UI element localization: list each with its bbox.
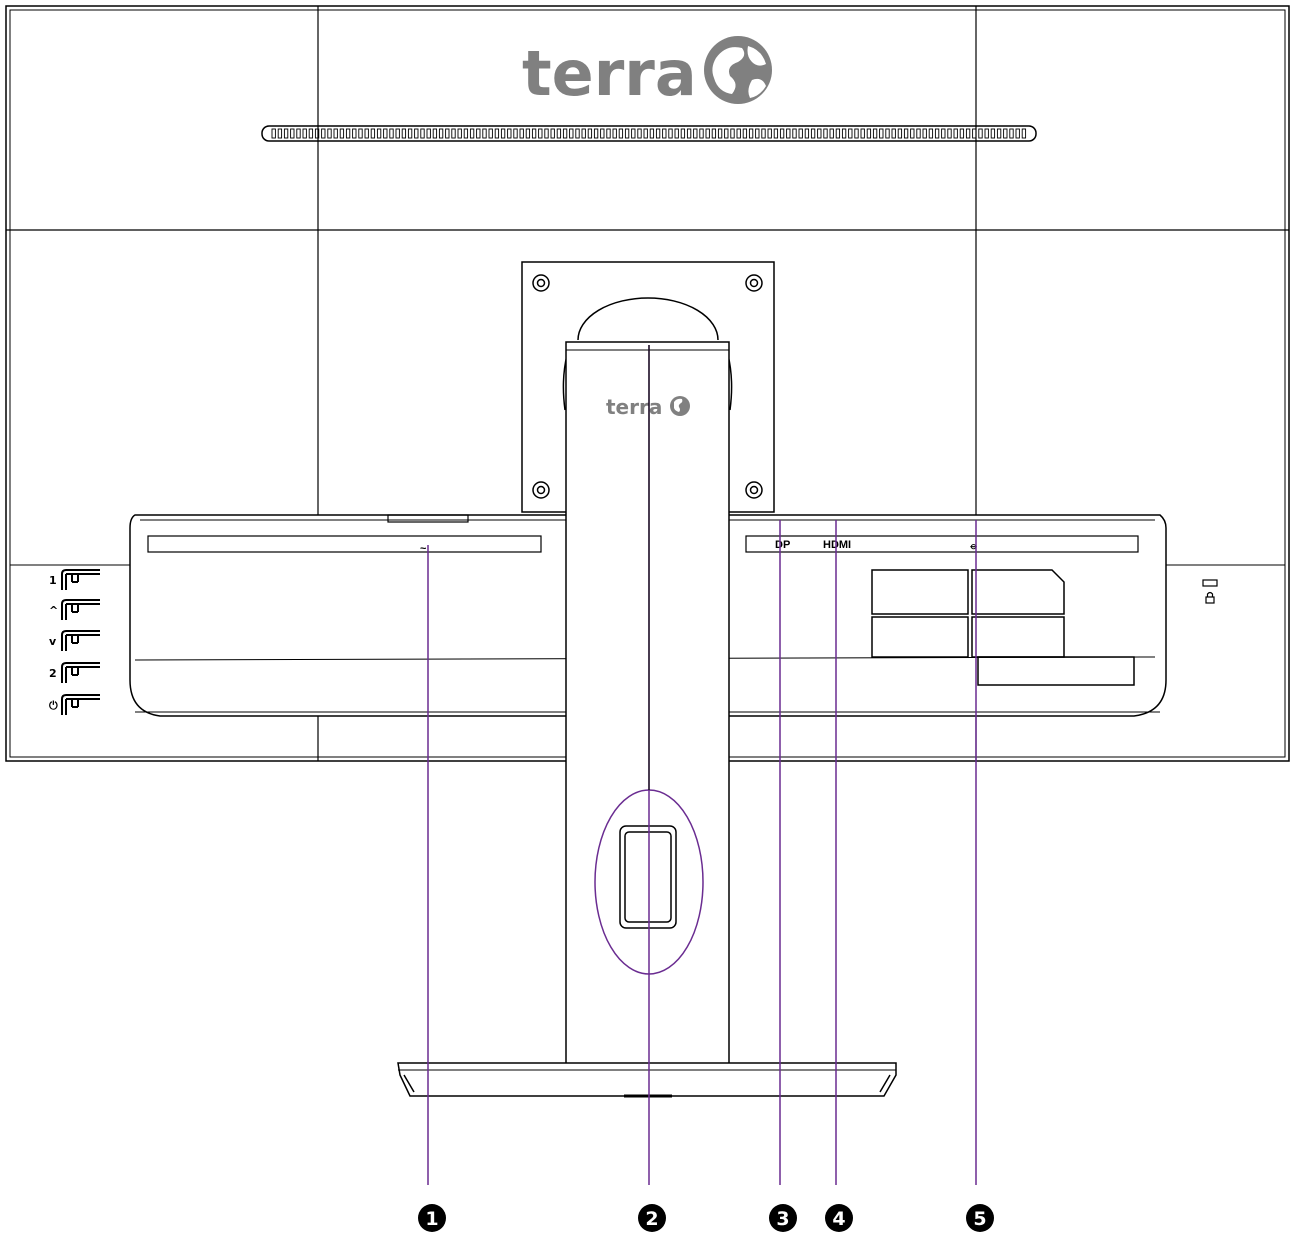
audio-port-label: ⦵ [969,540,978,552]
cable-management-clip [619,825,677,929]
callout-number: 3 [776,1208,789,1230]
dp-port-label: DP [775,539,790,551]
callout-2: 2 [638,1204,666,1232]
side-button-1[interactable]: 1 [49,569,100,590]
callout-4: 4 [825,1204,853,1232]
port-block [871,569,1135,686]
globe-icon [704,36,772,104]
port-strip-left [147,535,542,553]
screw-icon [532,481,550,499]
side-button-5[interactable]: ⏻ [49,694,100,715]
callout-markers: 1 2 3 4 5 [418,1204,994,1232]
callout-number: 4 [832,1208,845,1230]
vent-strip [261,125,1037,142]
callout-number: 2 [645,1208,658,1230]
up-arrow-icon: ^ [49,604,58,617]
side-buttons: 1 ^ v 2 ⏻ [49,569,100,715]
hdmi-port-label: HDMI [823,539,851,551]
callout-number: 1 [425,1208,438,1230]
side-button-3[interactable]: v [49,630,100,651]
callout-lines [427,345,977,1185]
stand-logo-text: terra [606,395,662,419]
kensington-lock-icon [1202,579,1218,604]
button-1-icon: 1 [49,574,57,587]
down-arrow-icon: v [49,635,57,648]
power-inlet-label: ~ [420,543,427,555]
port-strip-right [745,535,1139,553]
callout-3: 3 [769,1204,797,1232]
screw-icon [745,274,763,292]
side-button-2[interactable]: ^ [49,599,100,620]
screw-icon [745,481,763,499]
side-button-4[interactable]: 2 [49,662,100,683]
power-icon: ⏻ [49,699,58,712]
brand-logo-text: terra [522,37,697,110]
terra-logo: terra [522,36,772,110]
callout-1: 1 [418,1204,446,1232]
callout-5: 5 [966,1204,994,1232]
screw-icon [532,274,550,292]
callout-number: 5 [973,1208,986,1230]
stand-base [397,1062,897,1098]
stand-globe-icon [670,396,690,416]
stand-column [565,341,730,1065]
button-2-icon: 2 [49,667,57,680]
